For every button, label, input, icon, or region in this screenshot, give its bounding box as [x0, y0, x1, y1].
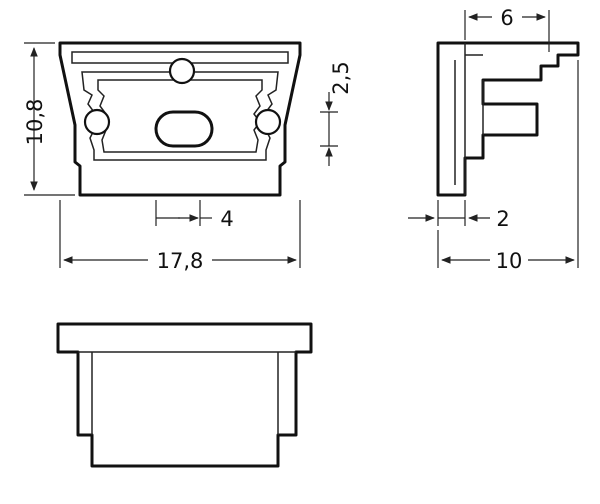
side-outline: [436, 41, 580, 197]
front-view: [58, 41, 302, 197]
cable-hole: [154, 110, 214, 148]
front-inner-pocket: [81, 71, 279, 161]
dim-hole-offset-label: 4: [220, 207, 233, 231]
dim-side-bottom: 2: [408, 200, 510, 231]
dim-side-depth: 10: [437, 60, 579, 273]
front-top-lip: [71, 51, 289, 64]
front-inner-pocket-inner: [97, 79, 263, 153]
dim-clip-gap: 2,5: [320, 61, 353, 166]
bottom-view: [56, 322, 313, 468]
front-outline: [58, 41, 302, 197]
left-clip-ball: [83, 108, 111, 136]
right-clip-ball: [254, 108, 282, 136]
top-clip-ball: [168, 57, 196, 85]
dim-side-top-label: 6: [500, 6, 513, 30]
dim-height: 10,8: [23, 42, 75, 196]
dim-side-top: 6: [464, 6, 550, 52]
dim-width: 17,8: [59, 200, 301, 273]
dim-side-depth-label: 10: [496, 249, 523, 273]
side-view: [436, 41, 580, 197]
bottom-outline: [56, 322, 313, 468]
dim-side-bottom-label: 2: [496, 207, 509, 231]
dim-width-label: 17,8: [157, 249, 204, 273]
dim-hole-offset: 4: [155, 200, 234, 231]
dim-clip-gap-label: 2,5: [329, 61, 353, 94]
dim-height-label: 10,8: [23, 99, 47, 146]
